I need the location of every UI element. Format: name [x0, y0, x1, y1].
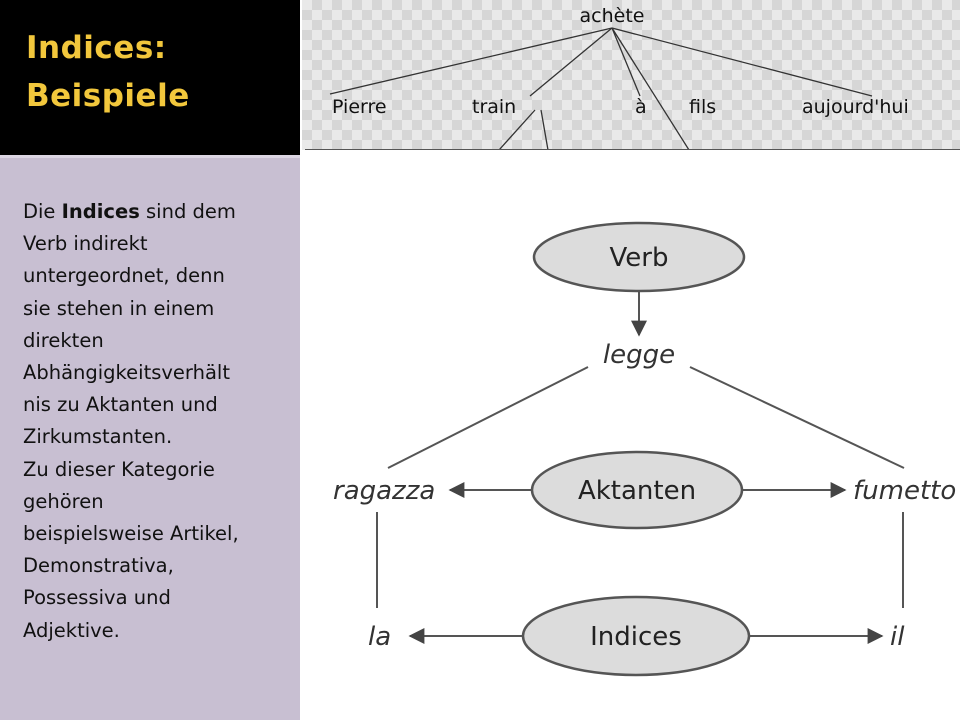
body-line: Die Indices sind dem [23, 196, 285, 228]
tree-node: à [635, 96, 647, 118]
body-line: untergeordnet, denn [23, 264, 225, 288]
body-line: Possessiva und [23, 586, 171, 610]
body-line: direkten [23, 328, 104, 352]
valency-diagram: Verb Aktanten Indices legge ragazza fume… [333, 221, 956, 677]
body-line: nis zu Aktanten und [23, 393, 218, 417]
body-line: Zu dieser Kategorie [23, 457, 215, 481]
body-line: Abhängigkeitsverhält [23, 361, 230, 385]
line-legge-to-fumetto [689, 366, 905, 469]
tree-root: achète [580, 5, 645, 27]
body-text-bold: Indices [61, 200, 140, 223]
indices-ellipse [521, 595, 751, 677]
aktanten-label: Aktanten [578, 476, 696, 506]
tree-edge [498, 109, 536, 150]
title-panel: Indices: Beispiele [0, 0, 300, 155]
body-line: Adjektive. [23, 618, 120, 642]
tree-node: fils [689, 96, 716, 118]
tree-edge [611, 27, 690, 150]
body-text-prefix: Die [23, 200, 62, 223]
tree-edge [611, 27, 873, 97]
left-index-word: la [368, 622, 391, 652]
tree-image-border [305, 149, 960, 150]
dependency-tree: achète Pierre train à fils aujourd'hui [329, 5, 909, 150]
indices-label: Indices [590, 622, 682, 652]
body-line: sie stehen in einem [23, 296, 215, 320]
right-index-word: il [890, 622, 905, 652]
left-aktant-word: ragazza [333, 476, 435, 506]
tree-edge [540, 109, 549, 150]
slide-title-line-1: Indices: [26, 30, 167, 66]
tree-edge [529, 27, 613, 97]
slide-title-line-2: Beispiele [26, 78, 190, 114]
body-line: beispielsweise Artikel, [23, 522, 239, 546]
body-line: Zirkumstanten. [23, 425, 173, 449]
tree-node: train [472, 96, 516, 118]
line-legge-to-ragazza [387, 366, 589, 469]
body-text: Die Indices sind dem Verb indirekt unter… [23, 196, 285, 647]
body-line: Verb indirekt [23, 232, 148, 256]
body-text-suffix: sind dem [139, 200, 236, 223]
tree-node: aujourd'hui [802, 96, 909, 118]
body-line: gehören [23, 489, 104, 513]
tree-edge [329, 27, 613, 95]
verb-label: Verb [610, 243, 669, 273]
aktanten-ellipse [530, 450, 744, 530]
tree-edge [611, 27, 641, 97]
body-line: Demonstrativa, [23, 554, 174, 578]
right-aktant-word: fumetto [853, 476, 956, 506]
verb-ellipse [532, 221, 746, 293]
verb-word: legge [603, 340, 675, 370]
text-panel: Die Indices sind dem Verb indirekt unter… [0, 155, 300, 720]
tree-node: Pierre [332, 96, 387, 118]
